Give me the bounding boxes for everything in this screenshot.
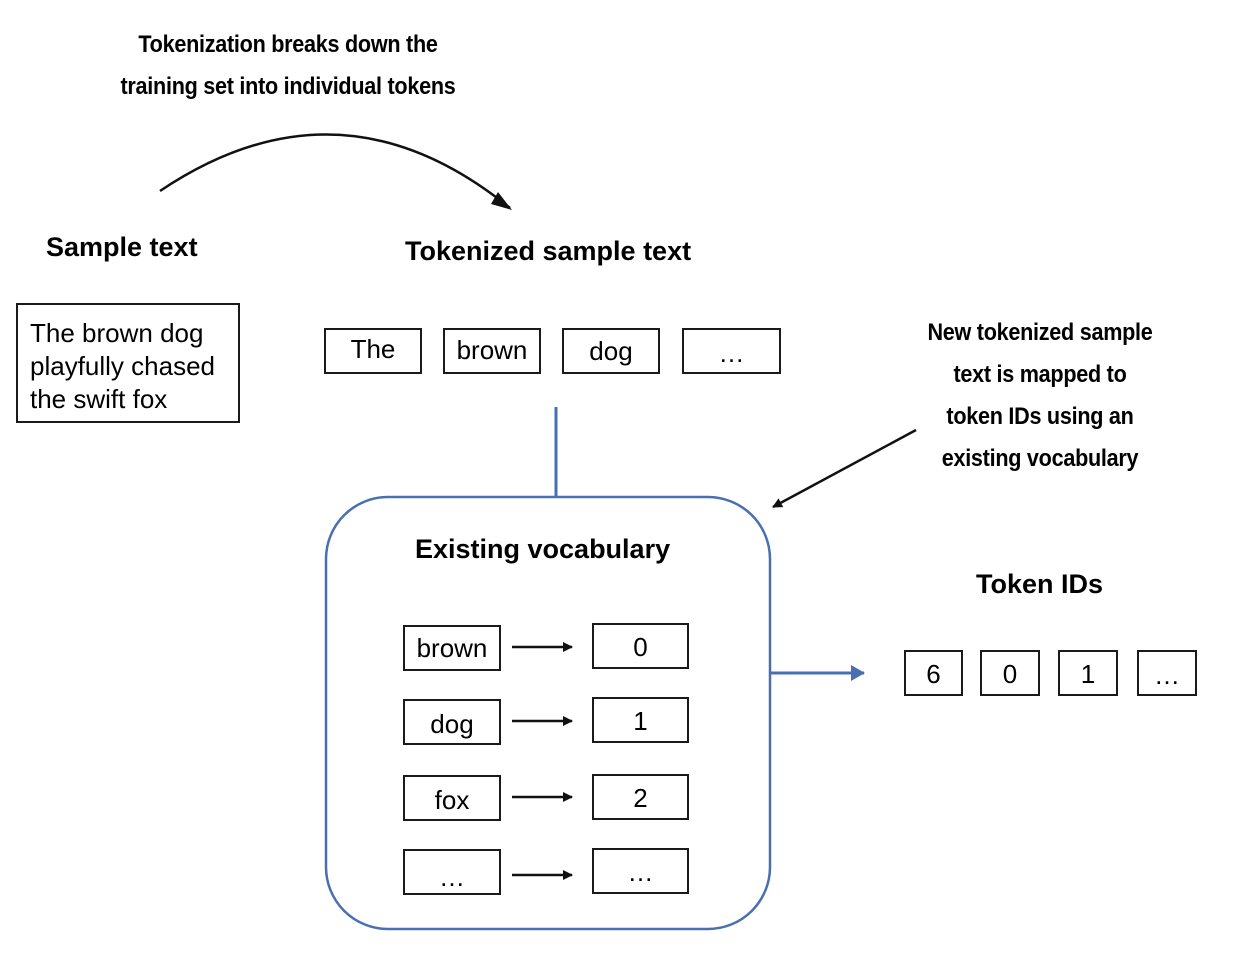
token-id-box: … — [1137, 650, 1197, 696]
annotation-pointer-arrow — [772, 428, 917, 509]
tokenized-text-heading: Tokenized sample text — [405, 236, 692, 266]
token-ids-heading: Token IDs — [976, 569, 1104, 599]
tokenization-annotation-line-2: training set into individual tokens — [120, 73, 456, 100]
sample-text-line: playfully chased — [30, 351, 215, 381]
sample-text-box: The brown dog playfully chased the swift… — [16, 303, 240, 423]
token-box: dog — [562, 328, 660, 374]
sample-text-line: the swift fox — [30, 384, 168, 414]
mapping-annotation: New tokenized sample text is mapped to t… — [896, 312, 1184, 480]
vocab-id-box: … — [592, 848, 689, 894]
vocabulary-container — [324, 495, 772, 931]
vocab-id-box: 0 — [592, 623, 689, 669]
sample-text-line: The brown dog — [30, 318, 204, 348]
vocab-token-box: … — [403, 849, 501, 895]
vocab-token-box: fox — [403, 775, 501, 821]
token-id-box: 1 — [1058, 650, 1118, 696]
vocab-id-box: 1 — [592, 697, 689, 743]
tokenization-curved-arrow — [159, 133, 511, 209]
token-box: The — [324, 328, 422, 374]
mapping-annotation-line: token IDs using an — [946, 403, 1134, 430]
mapping-annotation-line: existing vocabulary — [941, 445, 1139, 472]
mapping-annotation-line: New tokenized sample — [927, 319, 1153, 346]
tokenization-annotation-line-1: Tokenization breaks down the — [138, 31, 438, 58]
token-id-box: 0 — [980, 650, 1040, 696]
tokenization-annotation: Tokenization breaks down the training se… — [99, 24, 477, 108]
mapping-annotation-line: text is mapped to — [953, 361, 1127, 388]
tokenization-curved-arrow-head — [491, 192, 512, 210]
token-box: … — [682, 328, 781, 374]
vocab-token-box: brown — [403, 625, 501, 671]
vocab-token-box: dog — [403, 699, 501, 745]
token-box: brown — [443, 328, 541, 374]
vocab-id-box: 2 — [592, 774, 689, 820]
sample-text-heading: Sample text — [46, 232, 198, 262]
token-id-box: 6 — [904, 650, 963, 696]
vocabulary-heading: Existing vocabulary — [415, 534, 671, 564]
